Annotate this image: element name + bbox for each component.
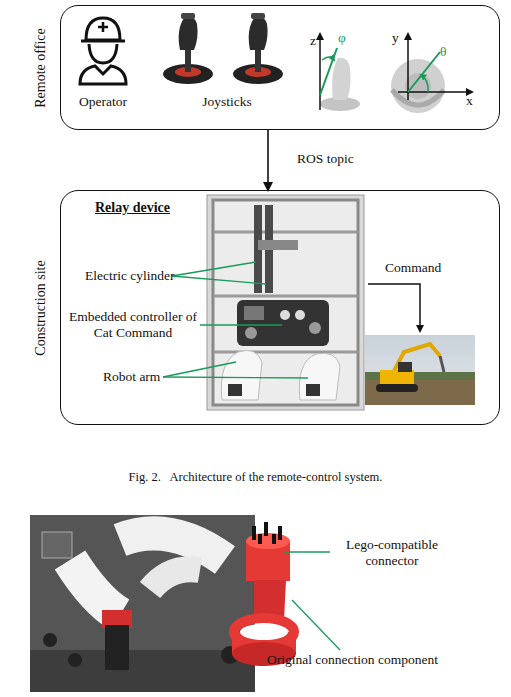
connector-photo <box>30 515 255 692</box>
art-line <box>163 377 308 378</box>
art-line <box>213 231 358 234</box>
art-rect <box>42 532 72 558</box>
art-rect <box>306 384 320 396</box>
art-line <box>172 276 266 284</box>
art-path <box>80 66 126 84</box>
art-circle <box>245 327 257 339</box>
art-rect <box>185 48 191 72</box>
art-line <box>408 52 440 92</box>
operator-icon <box>80 18 126 84</box>
axis-illustration <box>391 34 472 113</box>
part-label: Electric cylinder <box>85 268 175 284</box>
art-path <box>392 344 440 375</box>
art-circle <box>295 310 305 320</box>
art-path <box>70 560 120 615</box>
region-heading: Remote office <box>33 28 49 107</box>
part-label: Lego-compatible connector <box>332 537 452 569</box>
art-rect <box>244 306 264 320</box>
art-rect <box>258 240 298 250</box>
part-label: Robot arm <box>103 369 160 385</box>
art-rect <box>380 370 414 384</box>
art-path <box>98 22 108 32</box>
art-rect <box>252 526 256 540</box>
angle-label: θ <box>440 44 446 60</box>
art-rect <box>30 515 255 692</box>
art-rect <box>181 13 195 19</box>
icon-label: Operator <box>79 94 127 110</box>
excavator-photo <box>365 335 475 405</box>
art-path <box>120 533 225 560</box>
art-path <box>221 350 262 400</box>
command-arrow <box>368 284 420 331</box>
art-line <box>320 48 337 95</box>
art-ellipse <box>240 624 288 640</box>
art-path <box>421 75 428 92</box>
icon-label: Joysticks <box>202 94 252 110</box>
art-line <box>172 262 256 276</box>
art-rect <box>264 522 268 536</box>
art-rect <box>105 625 129 670</box>
joystick-icon <box>233 13 283 84</box>
device-heading: Relay device <box>95 200 170 216</box>
art-circle <box>391 59 445 113</box>
art-line <box>213 295 358 298</box>
art-circle <box>309 322 321 334</box>
art-line <box>200 324 282 325</box>
part-label: Embedded controller of Cat Command <box>64 309 202 341</box>
art-rect <box>237 300 329 346</box>
angle-label: φ <box>338 30 346 46</box>
art-rect <box>228 384 242 396</box>
art-line <box>163 362 236 377</box>
art-rect <box>278 526 282 540</box>
rounded-region-box: Construction site <box>60 190 500 425</box>
arrow-label: Command <box>385 260 441 276</box>
axis-label: z <box>310 33 316 49</box>
art-path <box>440 356 444 372</box>
art-circle <box>68 653 82 667</box>
art-rect <box>365 335 475 405</box>
art-path <box>299 353 340 400</box>
joystick-icon <box>163 13 213 84</box>
flow-arrow <box>267 130 269 190</box>
axis-illustration <box>320 34 360 111</box>
art-circle <box>280 310 290 320</box>
art-line <box>292 600 340 650</box>
axis-label: x <box>466 93 473 109</box>
figure-caption: Fig. 2. Architecture of the remote-contr… <box>0 470 511 485</box>
art-rect <box>251 13 265 19</box>
art-line <box>319 34 321 110</box>
art-circle <box>405 73 431 99</box>
art-rect <box>258 534 262 544</box>
art-path <box>322 57 334 60</box>
art-rect <box>213 200 358 405</box>
art-path <box>89 44 117 63</box>
art-path <box>86 18 120 40</box>
part-label: Original connection component <box>267 652 438 668</box>
rounded-region-box: Remote office <box>60 5 500 130</box>
art-rect <box>255 48 261 72</box>
art-rect <box>272 534 276 544</box>
art-path <box>249 17 268 50</box>
art-circle <box>43 633 57 647</box>
art-line <box>213 351 358 354</box>
region-heading: Construction site <box>33 260 49 355</box>
art-line <box>284 551 330 552</box>
art-path <box>179 17 198 50</box>
leader-lines <box>284 552 340 650</box>
art-path <box>150 569 200 590</box>
edge-label: ROS topic <box>297 151 354 167</box>
axis-label: y <box>392 30 399 46</box>
art-rect <box>398 362 412 372</box>
connector-model <box>232 522 296 666</box>
art-path <box>332 58 350 100</box>
art-rect <box>376 384 418 392</box>
art-path <box>81 40 125 43</box>
